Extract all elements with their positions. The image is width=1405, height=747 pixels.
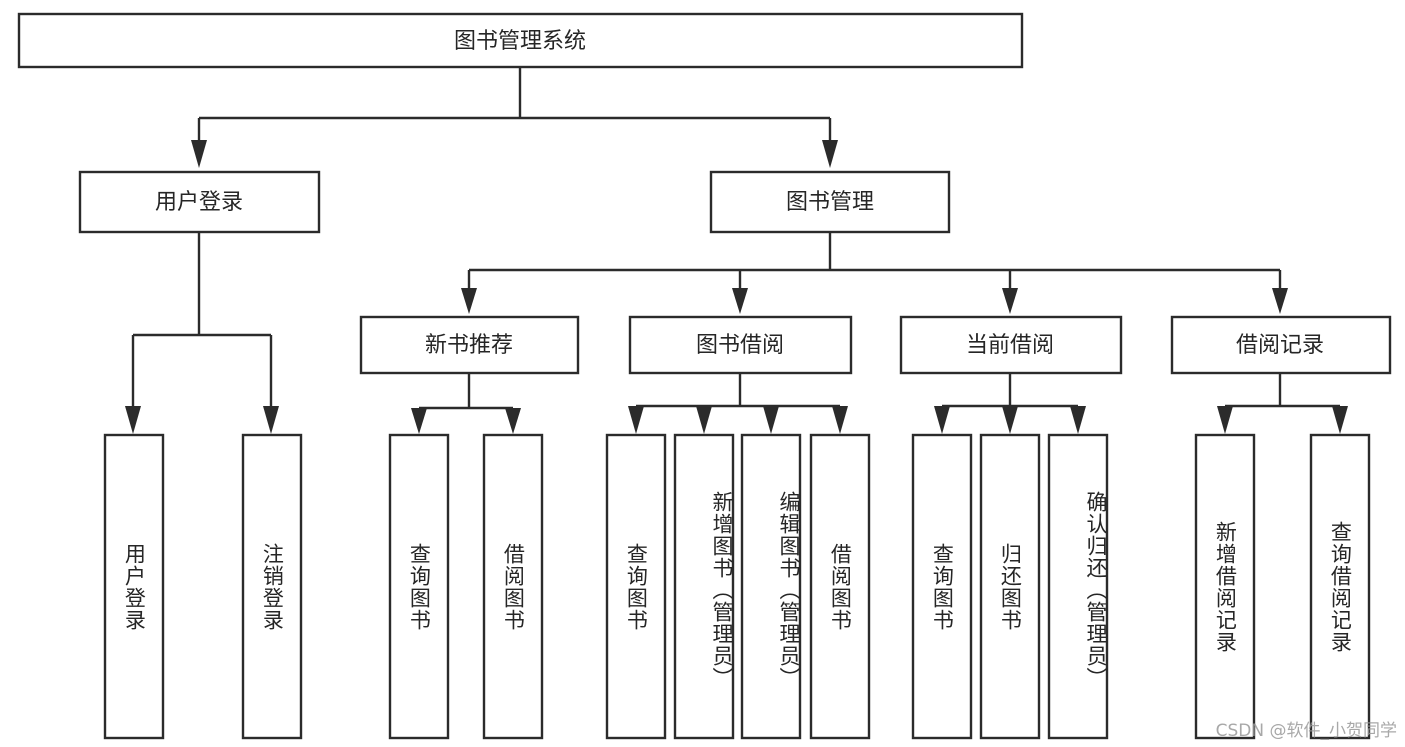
arrow-head-icon	[763, 406, 779, 434]
arrow-head-icon	[1070, 406, 1086, 434]
leaf-box-borrow-record-1[interactable]	[1309, 433, 1371, 740]
node-book-manage-box[interactable]	[709, 170, 951, 234]
node-current-borrow-label: 当前借阅	[966, 333, 1054, 358]
node-user-login-label: 用户登录	[155, 190, 243, 215]
node-current-borrow[interactable]: 当前借阅	[899, 315, 1123, 375]
arrow-head-icon	[832, 406, 848, 434]
node-new-book-rec-box[interactable]	[359, 315, 580, 375]
arrow-head-icon	[191, 140, 207, 168]
arrow-head-icon	[696, 406, 712, 434]
leaf-box-current-borrow-0[interactable]	[911, 433, 973, 740]
arrow-head-icon	[1272, 288, 1288, 314]
node-book-borrow-box[interactable]	[628, 315, 853, 375]
arrow-head-icon	[505, 408, 521, 434]
node-current-borrow-box[interactable]	[899, 315, 1123, 375]
node-new-book-rec[interactable]: 新书推荐	[359, 315, 580, 375]
leaf-box-user-login-1[interactable]	[241, 433, 303, 740]
leaf-box-user-login-0[interactable]	[103, 433, 165, 740]
leaf-box-book-borrow-1[interactable]	[673, 433, 735, 740]
arrow-head-icon	[934, 406, 950, 434]
leaf-box-current-borrow-2[interactable]	[1047, 433, 1109, 740]
arrow-head-icon	[628, 406, 644, 434]
csdn-watermark: CSDN @软件_小贺同学	[1215, 721, 1397, 741]
leaf-box-new-book-rec-0[interactable]	[388, 433, 450, 740]
arrow-head-icon	[461, 288, 477, 314]
leaf-box-book-borrow-2[interactable]	[740, 433, 802, 740]
node-book-borrow[interactable]: 图书借阅	[628, 315, 853, 375]
arrow-head-icon	[732, 288, 748, 314]
arrow-head-icon	[125, 406, 141, 434]
arrow-head-icon	[1002, 406, 1018, 434]
node-root[interactable]: 图书管理系统	[17, 12, 1024, 69]
leaf-box-borrow-record-0[interactable]	[1194, 433, 1256, 740]
node-book-manage[interactable]: 图书管理	[709, 170, 951, 234]
node-borrow-record-box[interactable]	[1170, 315, 1392, 375]
node-borrow-record[interactable]: 借阅记录	[1170, 315, 1392, 375]
leaf-box-book-borrow-3[interactable]	[809, 433, 871, 740]
node-borrow-record-label: 借阅记录	[1236, 333, 1324, 358]
node-user-login[interactable]: 用户登录	[78, 170, 321, 234]
node-book-borrow-label: 图书借阅	[696, 333, 784, 358]
leaf-box-current-borrow-1[interactable]	[979, 433, 1041, 740]
arrow-head-icon	[1002, 288, 1018, 314]
arrow-head-icon	[263, 406, 279, 434]
leaf-box-new-book-rec-1[interactable]	[482, 433, 544, 740]
arrow-head-icon	[411, 408, 427, 434]
arrow-head-icon	[1332, 406, 1348, 434]
node-book-manage-label: 图书管理	[786, 190, 874, 215]
arrow-head-icon	[822, 140, 838, 168]
node-new-book-rec-label: 新书推荐	[425, 333, 513, 358]
node-root-box[interactable]	[17, 12, 1024, 69]
leaf-box-book-borrow-0[interactable]	[605, 433, 667, 740]
arrow-head-icon	[1217, 406, 1233, 434]
node-root-label: 图书管理系统	[454, 29, 586, 54]
